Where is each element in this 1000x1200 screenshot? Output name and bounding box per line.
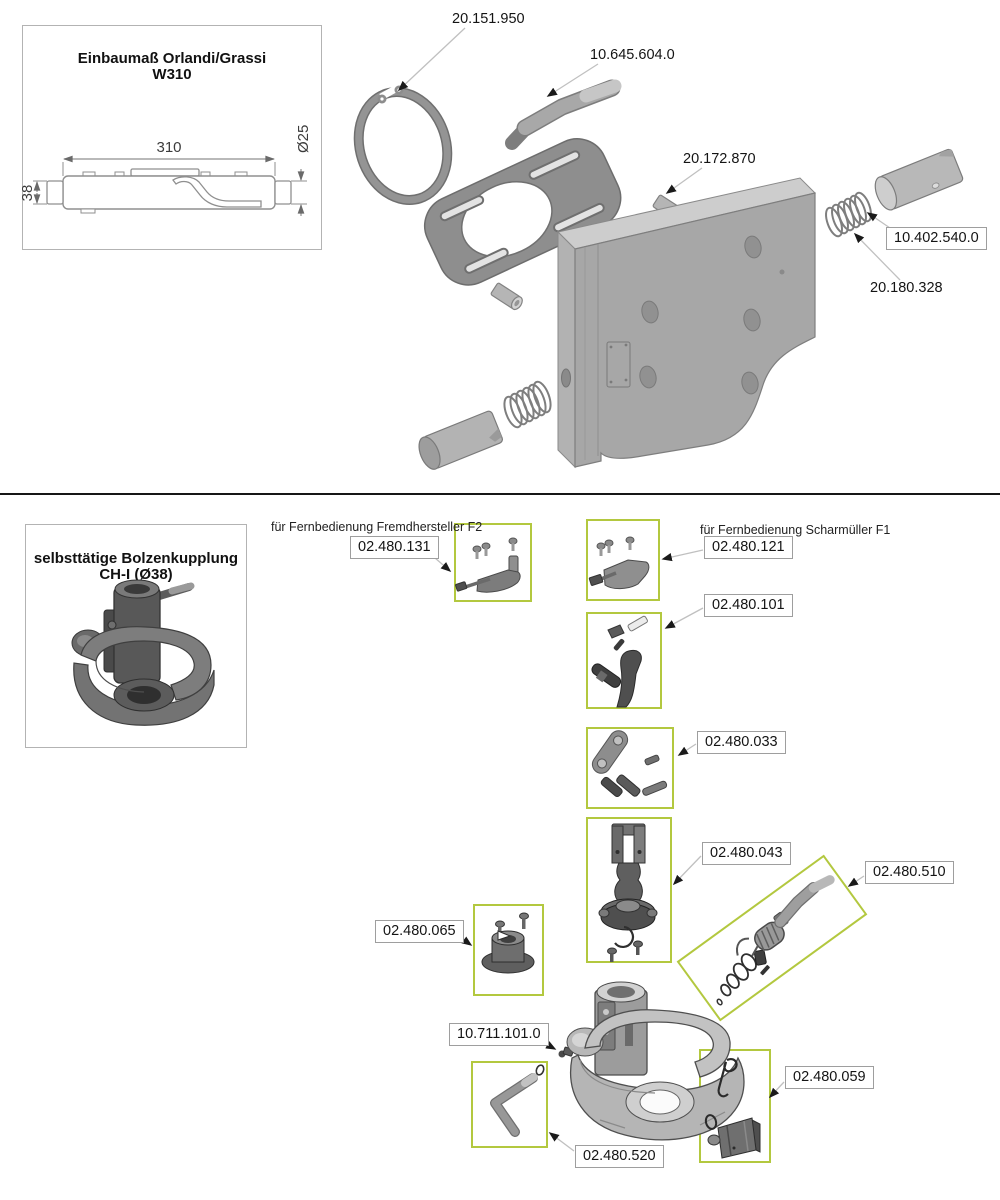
dimension-box: Einbaumaß Orlandi/Grassi W310 310 [19, 25, 322, 250]
part-box-remote-kit-f1 [586, 519, 660, 601]
part-label-spring: 20.180.328 [870, 280, 943, 296]
coupling-product-illustration [71, 579, 215, 726]
part-label-hand-lever-top: 10.645.604.0 [590, 47, 675, 63]
pin-lower-illustration [490, 282, 523, 311]
linkage-033-illustration [591, 730, 668, 798]
remote-kit-f2-illustration [455, 537, 521, 593]
product-box: selbsttätige Bolzenkupplung CH-I (Ø38) [25, 524, 247, 748]
product-box-title: selbsttätige Bolzenkupplung CH-I (Ø38) [26, 551, 246, 583]
part-label-release-lever: 02.480.520 [575, 1145, 664, 1168]
spring-lower-illustration [503, 380, 552, 429]
section-divider [0, 493, 1000, 495]
top-exploded-view [353, 27, 964, 470]
remote-kit-f1-illustration [588, 536, 650, 590]
dimension-drawing: 310 38 Ø25 [19, 125, 312, 216]
dim-length-value: 310 [156, 139, 181, 156]
dim-diameter-value: Ø25 [295, 125, 312, 153]
dimension-box-title: Einbaumaß Orlandi/Grassi W310 [23, 51, 321, 83]
bolt-right-illustration [874, 148, 964, 211]
securing-clip-set-059-illustration [704, 1058, 761, 1159]
hand-lever-101-illustration [591, 615, 648, 708]
spring-right-illustration [825, 191, 872, 238]
dimension-box-title-line1: Einbaumaß Orlandi/Grassi [77, 50, 267, 67]
top-leader-lines [397, 27, 901, 281]
coupling-bolt-043-illustration [598, 823, 658, 962]
product-box-title-line1: selbsttätige Bolzenkupplung [33, 550, 239, 567]
coupling-body-illustration [566, 981, 745, 1141]
product-box-title-line2: CH-I (Ø38) [99, 566, 173, 583]
part-label-grease-nipple: 10.711.101.0 [449, 1023, 549, 1046]
dimension-box-title-line2: W310 [152, 66, 192, 83]
part-label-retaining-ring: 20.151.950 [452, 11, 525, 27]
part-label-wear-bushing: 02.480.065 [375, 920, 464, 943]
part-label-securing-clip-set: 02.480.059 [785, 1066, 874, 1089]
note-remote-f1: für Fernbedienung Scharmüller F1 [700, 523, 891, 537]
retaining-ring-illustration [353, 83, 453, 205]
dim-height-value: 38 [19, 185, 36, 202]
part-label-remote-kit-f2: 02.480.131 [350, 536, 439, 559]
part-label-coupling-bolt: 02.480.043 [702, 842, 791, 865]
mounting-plate-illustration [557, 177, 816, 469]
bolt-lower-illustration [418, 410, 503, 470]
part-label-pin: 20.172.870 [683, 151, 756, 167]
part-label-handle-assembly: 02.480.510 [865, 861, 954, 884]
release-lever-520-illustration [490, 1064, 545, 1137]
handle-assembly-510-illustration [676, 854, 868, 1022]
part-label-linkage-set: 02.480.033 [697, 731, 786, 754]
part-label-remote-kit-f1: 02.480.121 [704, 536, 793, 559]
wear-bushing-065-illustration [481, 912, 535, 974]
part-label-hand-lever: 02.480.101 [704, 594, 793, 617]
bottom-exploded-view [426, 519, 868, 1163]
part-label-bolt: 10.402.540.0 [886, 227, 987, 250]
note-remote-f2: für Fernbedienung Fremdhersteller F2 [271, 520, 483, 534]
hand-lever-illustration [424, 79, 622, 286]
